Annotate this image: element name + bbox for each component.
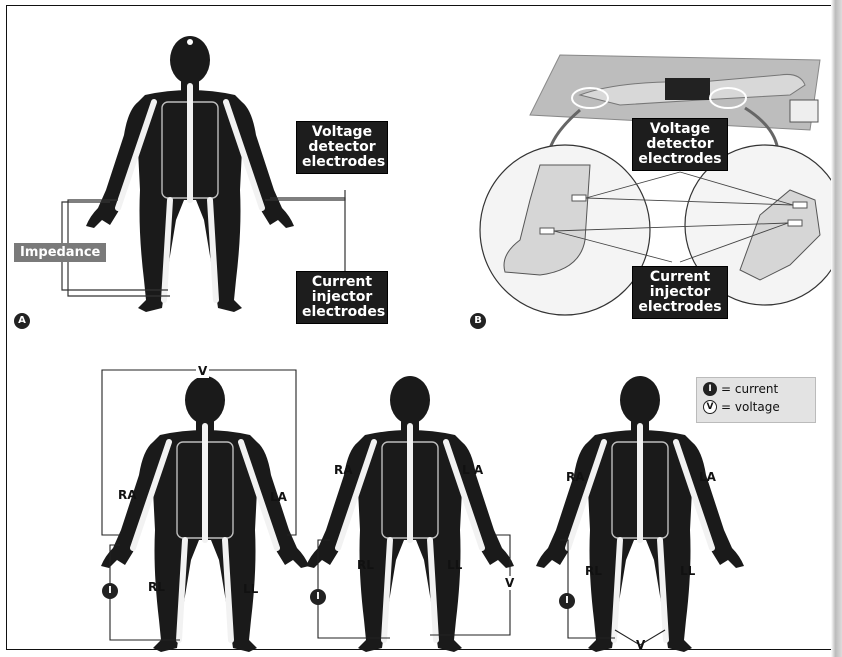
voltage-symbol-icon: V [703, 400, 717, 414]
fig1-ll-label: LL [243, 582, 258, 596]
fig2-la-label: L A [462, 463, 483, 477]
panel-a-voltage-label: Voltage detector electrodes [296, 121, 388, 174]
fig1-ra-label: RA [118, 488, 137, 502]
panel-a-current-label: Current injector electrodes [296, 271, 388, 324]
fig1-rl-label: RL [148, 580, 165, 594]
panel-b-current-label: Current injector electrodes [632, 266, 728, 319]
page-edge-strip [831, 0, 842, 657]
lead-figure-1 [101, 376, 309, 652]
current-symbol-icon: I [703, 382, 717, 396]
panel-a-figure [86, 36, 294, 312]
lead-figure-2 [306, 376, 514, 652]
panel-b-voltage-label: Voltage detector electrodes [632, 118, 728, 171]
panel-b-letter: B [470, 313, 486, 329]
fig2-voltage-symbol: V [504, 576, 515, 590]
fig2-ll-label: LL [447, 558, 462, 572]
fig2-rl-label: RL [357, 558, 374, 572]
fig1-la-label: LA [270, 490, 287, 504]
fig3-voltage-symbol: V [636, 638, 645, 652]
fig2-current-symbol: I [310, 589, 326, 605]
fig3-la-label: LA [699, 470, 716, 484]
fig3-current-symbol: I [559, 593, 575, 609]
legend-voltage-row: V = voltage [703, 400, 809, 414]
fig1-voltage-symbol: V [196, 364, 209, 378]
fig1-current-symbol: I [102, 583, 118, 599]
legend-box: I = current V = voltage [696, 377, 816, 423]
legend-current-row: I = current [703, 382, 809, 396]
fig2-ra-label: RA [334, 463, 353, 477]
legend-voltage-text: = voltage [721, 400, 780, 414]
panel-a-letter: A [14, 313, 30, 329]
fig3-ra-label: RA [566, 470, 585, 484]
fig3-rl-label: RL [585, 564, 602, 578]
fig3-ll-label: LL [680, 564, 695, 578]
impedance-label: Impedance [14, 243, 106, 262]
legend-current-text: = current [721, 382, 778, 396]
